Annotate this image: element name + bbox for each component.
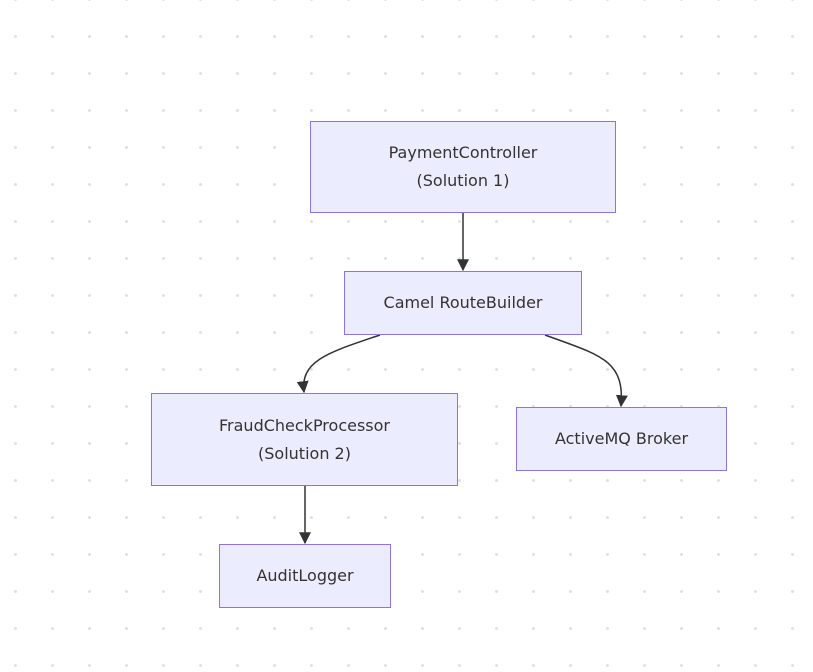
node-label: ActiveMQ Broker xyxy=(554,429,689,448)
edge-camel-to-activemq xyxy=(544,334,628,408)
node-label: AuditLogger xyxy=(256,566,354,585)
node-payment-controller[interactable]: PaymentController (Solution 1) xyxy=(310,121,616,213)
node-label: PaymentController (Solution 1) xyxy=(388,143,538,190)
node-label: FraudCheckProcessor (Solution 2) xyxy=(219,415,390,463)
edge-camel-to-fraud xyxy=(296,334,381,394)
node-camel-route-builder[interactable]: Camel RouteBuilder xyxy=(344,271,582,335)
node-label: Camel RouteBuilder xyxy=(383,293,543,312)
node-audit-logger[interactable]: AuditLogger xyxy=(219,544,391,608)
node-activemq-broker[interactable]: ActiveMQ Broker xyxy=(516,407,727,471)
node-fraud-check-processor[interactable]: FraudCheckProcessor (Solution 2) xyxy=(151,393,458,486)
